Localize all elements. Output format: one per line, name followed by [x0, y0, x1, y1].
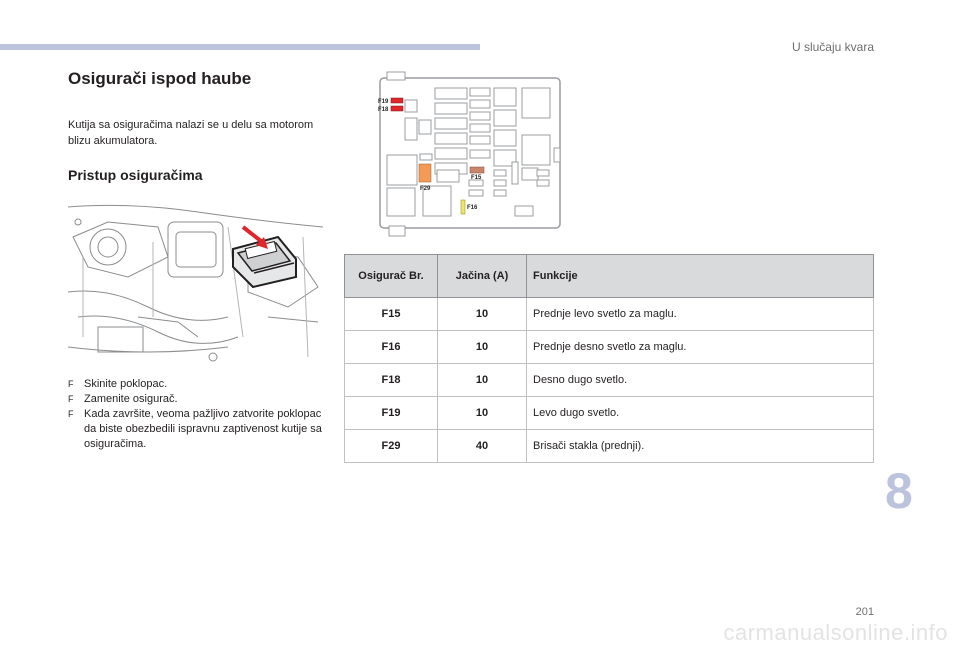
- cell-fuse: F29: [344, 429, 438, 463]
- step-text: Kada završite, veoma pažljivo zatvorite …: [84, 408, 322, 450]
- column-header-functions: Funkcije: [526, 254, 874, 298]
- table-row: F19 10 Levo dugo svetlo.: [344, 396, 874, 430]
- step-list: F Skinite poklopac. F Zamenite osigurač. F…: [68, 377, 328, 452]
- table-row: F16 10 Prednje desno svetlo za maglu.: [344, 330, 874, 364]
- checkbox-bullet-icon: F: [68, 409, 74, 419]
- cell-function: Prednje desno svetlo za maglu.: [526, 330, 874, 364]
- label-f29: F29: [420, 186, 431, 192]
- watermark: carmanualsonline.info: [723, 620, 948, 645]
- checkbox-bullet-icon: F: [68, 394, 74, 404]
- table-row: F29 40 Brisači stakla (prednji).: [344, 429, 874, 463]
- cell-function: Prednje levo svetlo za maglu.: [526, 297, 874, 331]
- intro-paragraph: Kutija sa osiguračima nalazi se u delu s…: [68, 119, 314, 147]
- table-row: F18 10 Desno dugo svetlo.: [344, 363, 874, 397]
- fuse-table: Osigurač Br. Jačina (A) Funkcije F15 10 …: [344, 254, 874, 463]
- checkbox-bullet-icon: F: [68, 379, 74, 389]
- cell-amps: 10: [437, 396, 527, 430]
- cell-function: Brisači stakla (prednji).: [526, 429, 874, 463]
- table-row: F15 10 Prednje levo svetlo za maglu.: [344, 297, 874, 331]
- step-text: Zamenite osigurač.: [84, 393, 178, 405]
- step-item: F Kada završite, veoma pažljivo zatvorite…: [68, 407, 328, 452]
- section-title: U slučaju kvara: [791, 40, 874, 54]
- step-item: F Skinite poklopac.: [68, 377, 328, 392]
- page-number: 201: [855, 606, 874, 618]
- step-item: F Zamenite osigurač.: [68, 392, 328, 407]
- label-f18: F18: [378, 107, 389, 113]
- label-f19: F19: [378, 99, 389, 105]
- cell-function: Levo dugo svetlo.: [526, 396, 874, 430]
- label-f15: F15: [471, 175, 482, 181]
- column-header-fuse: Osigurač Br.: [344, 254, 438, 298]
- cell-fuse: F15: [344, 297, 438, 331]
- table-header-row: Osigurač Br. Jačina (A) Funkcije: [344, 254, 874, 298]
- cell-fuse: F19: [344, 396, 438, 430]
- subheading: Pristup osiguračima: [68, 167, 203, 183]
- header-bar: [0, 44, 480, 50]
- cell-amps: 10: [437, 363, 527, 397]
- fuse-box-diagram: F19 F18 F29 F15 F16: [378, 71, 561, 237]
- page-title: Osigurači ispod haube: [68, 69, 252, 88]
- label-f16: F16: [467, 205, 478, 211]
- cell-fuse: F18: [344, 363, 438, 397]
- cell-amps: 10: [437, 297, 527, 331]
- chapter-number: 8: [885, 463, 913, 519]
- cell-amps: 10: [437, 330, 527, 364]
- cell-function: Desno dugo svetlo.: [526, 363, 874, 397]
- engine-bay-illustration: [68, 197, 323, 365]
- cell-fuse: F16: [344, 330, 438, 364]
- cell-amps: 40: [437, 429, 527, 463]
- column-header-amps: Jačina (A): [437, 254, 527, 298]
- step-text: Skinite poklopac.: [84, 378, 168, 390]
